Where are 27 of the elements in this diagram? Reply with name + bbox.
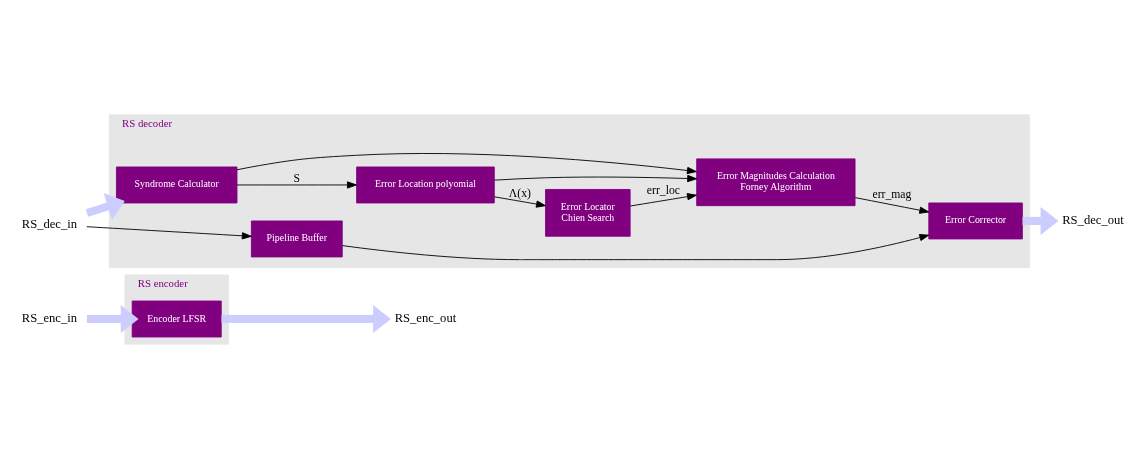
arrow: [221, 305, 391, 334]
arrow: [1022, 206, 1059, 235]
edge-label: Λ(x): [508, 187, 531, 201]
arrow: [494, 196, 546, 208]
node-box: Error Location polyomial: [356, 166, 495, 204]
arrow: [85, 193, 125, 220]
node-text: RS_enc_in: [21, 311, 78, 326]
edge-label: err_mag: [872, 187, 912, 201]
arrow: [86, 305, 139, 334]
arrow: [236, 153, 697, 175]
node-box: Pipeline Buffer: [250, 220, 343, 258]
arrow: [236, 181, 357, 189]
node-box: Error Corrector: [928, 202, 1023, 240]
node-box: Syndrome Calculator: [116, 166, 238, 204]
edge-label: err_loc: [646, 184, 680, 198]
edge-label: S: [293, 171, 301, 185]
node-box: Error Magnitudes Calculation Forney Algorithm: [696, 158, 856, 207]
node-text: RS_dec_in: [21, 216, 78, 231]
arrow: [629, 193, 697, 207]
node-box: Encoder LFSR: [131, 300, 222, 338]
arrow: [86, 226, 252, 240]
node-box: Error Locator Chien Search: [545, 189, 631, 237]
node-text: RS_dec_out: [1062, 213, 1124, 228]
arrow: [493, 174, 698, 183]
arrow: [854, 197, 930, 214]
node-text: RS_enc_out: [394, 311, 457, 326]
arrow: [342, 234, 930, 261]
